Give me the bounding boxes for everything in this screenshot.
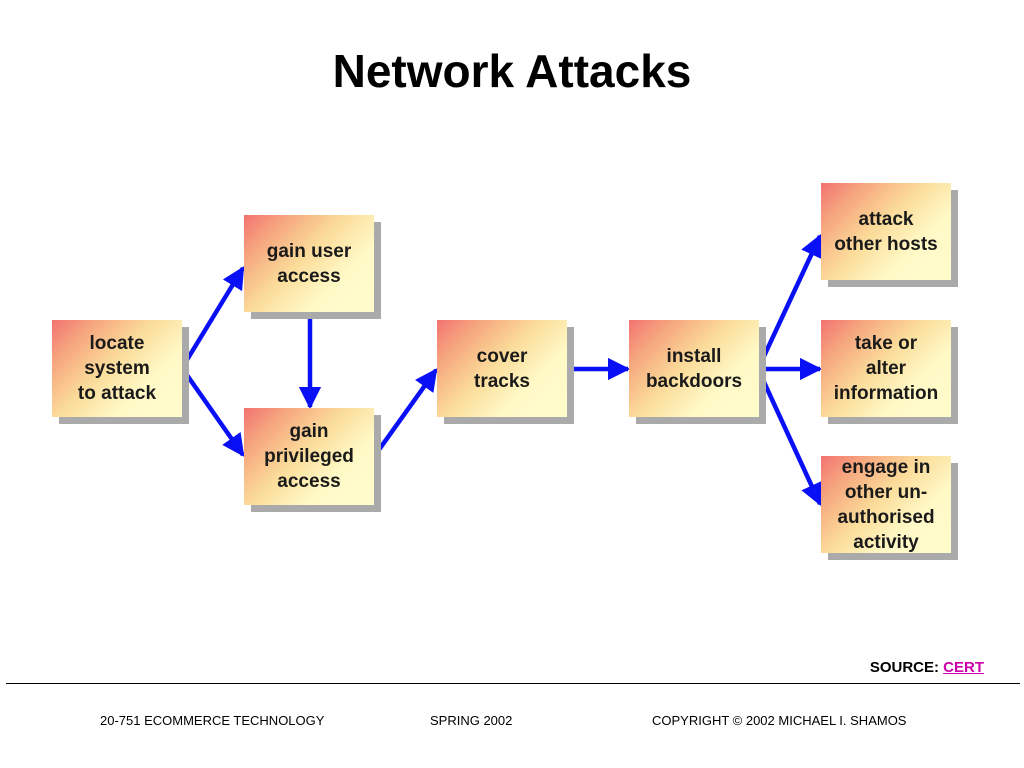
arrow-install-to-engage	[755, 368, 823, 507]
arrow-install-to-attack	[755, 233, 823, 370]
node-install-backdoors: install backdoors	[629, 320, 759, 417]
footer-term: SPRING 2002	[430, 713, 513, 728]
node-take-or-alter-information: take or alter information	[821, 320, 951, 417]
node-attack-other-hosts: attack other hosts	[821, 183, 951, 280]
source-link-cert[interactable]: CERT	[943, 659, 984, 676]
arrow-locate-to-priv	[180, 366, 245, 457]
footer-copyright: COPYRIGHT © 2002 MICHAEL I. SHAMOS	[652, 713, 907, 728]
page-title: Network Attacks	[332, 45, 692, 97]
arrow-priv-to-cover	[371, 368, 438, 460]
source-credit: SOURCE: CERT	[870, 659, 984, 676]
node-cover-tracks: cover tracks	[437, 320, 567, 417]
node-gain-user-access: gain user access	[244, 215, 374, 312]
node-gain-privileged-access: gain privileged access	[244, 408, 374, 505]
source-label: SOURCE:	[869, 659, 939, 676]
footer-divider	[6, 683, 1020, 684]
node-locate-system: locate system to attack	[52, 320, 182, 417]
footer-course: 20-751 ECOMMERCE TECHNOLOGY	[100, 713, 325, 728]
arrow-locate-to-user	[180, 266, 245, 370]
node-engage-unauthorised-activity: engage in other un- authorised activity	[821, 456, 951, 553]
